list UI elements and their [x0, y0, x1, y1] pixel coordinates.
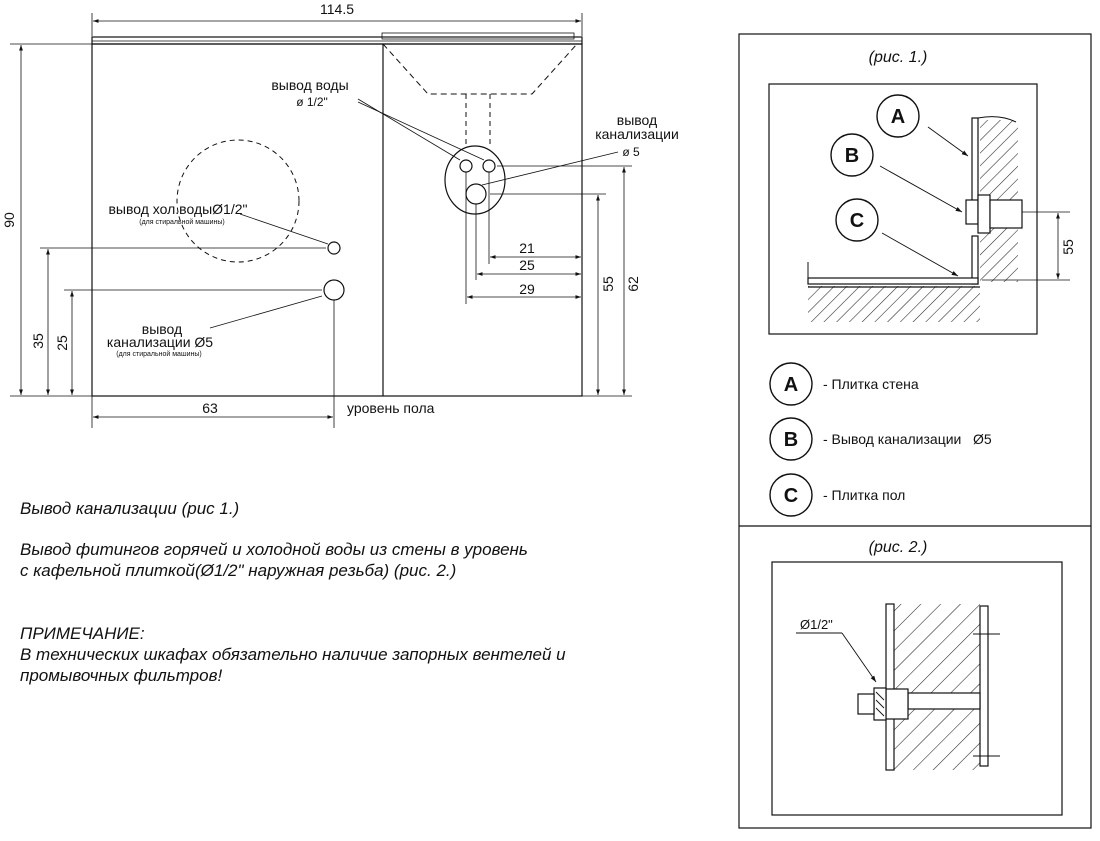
legend-a-text: - Плитка стена — [823, 376, 919, 392]
legend-c-badge — [769, 473, 813, 517]
cold-water-label: вывод хол.водыØ1/2" — [108, 201, 247, 217]
right-panel — [738, 33, 1092, 829]
marker-b-letter: B — [845, 145, 859, 167]
svg-text:C: C — [784, 485, 798, 507]
main-labels: 114.5 90 вывод воды ø 1/2" вывод канализ… — [1, 1, 679, 416]
legend-c-text: - Плитка пол — [823, 487, 905, 503]
note-text-1: В технических шкафах обязательно наличие… — [20, 645, 566, 664]
legend-b-text: - Вывод канализации Ø5 — [823, 431, 992, 447]
dim-25-label: 25 — [519, 257, 535, 273]
marker-c-letter: C — [850, 210, 864, 232]
cold-water-outlet — [482, 159, 496, 173]
dim-35-label: 35 — [30, 333, 46, 349]
marker-b — [830, 133, 874, 177]
wm-drain-label-2: канализации Ø5 — [107, 334, 213, 350]
dim-width-label: 114.5 — [320, 1, 354, 17]
svg-text:A: A — [784, 374, 798, 396]
hot-water-size: ø 1/2" — [296, 95, 328, 109]
legend-b-badge — [769, 417, 813, 461]
hot-water-outlet — [459, 159, 473, 173]
fig1-title: (рис. 1.) — [869, 49, 928, 66]
marker-a-letter: A — [891, 106, 905, 128]
figure-2: (рис. 2.) Ø1/2" — [771, 539, 1063, 816]
wm-drain-outlet — [323, 279, 345, 301]
hot-water-label: вывод воды — [271, 77, 348, 93]
note-fittings-1: Вывод фитингов горячей и холодной воды и… — [20, 540, 528, 559]
note-heading: ПРИМЕЧАНИЕ: — [20, 624, 145, 643]
svg-text:B: B — [784, 429, 798, 451]
wm-cold-water-outlet — [327, 241, 341, 255]
note-fittings-2: с кафельной плиткой(Ø1/2" наружная резьб… — [20, 561, 457, 580]
wm-drain-note: (для стиральной машины) — [116, 350, 201, 358]
dimension-lines — [10, 13, 632, 428]
dim-25-left-label: 25 — [54, 335, 70, 351]
marker-a — [876, 94, 920, 138]
drain-outlet — [465, 183, 487, 205]
dim-63-label: 63 — [202, 400, 218, 416]
wm-drain-label-1: вывод — [142, 321, 182, 337]
fig1-dim-55: 55 — [1060, 239, 1076, 255]
dim-55-label: 55 — [600, 276, 616, 292]
note-drain-ref: Вывод канализации (рис 1.) — [20, 499, 240, 518]
legend-a-badge — [769, 362, 813, 406]
floor-level-label: уровень пола — [347, 400, 435, 416]
cold-water-note: (для стиральной машины) — [139, 218, 224, 226]
dim-21-label: 21 — [519, 240, 535, 256]
fig2-title: (рис. 2.) — [869, 539, 928, 556]
figure-1: (рис. 1.) 55 A B C — [768, 49, 1076, 335]
drain-label-1: вывод — [617, 112, 657, 128]
dim-62-label: 62 — [625, 276, 641, 292]
cabinet-elevation — [91, 32, 583, 397]
note-text-2: промывочных фильтров! — [20, 666, 223, 685]
fig2-pipe-size: Ø1/2" — [800, 617, 833, 632]
legend: A - Плитка стена B - Вывод канализации Ø… — [769, 362, 992, 517]
drain-label-2: канализации — [595, 126, 679, 142]
drain-size: ø 5 — [622, 145, 640, 159]
notes-block: Вывод канализации (рис 1.) Вывод фитинго… — [20, 498, 720, 686]
marker-c — [835, 198, 879, 242]
dim-height-label: 90 — [1, 212, 17, 228]
dim-29-label: 29 — [519, 281, 535, 297]
